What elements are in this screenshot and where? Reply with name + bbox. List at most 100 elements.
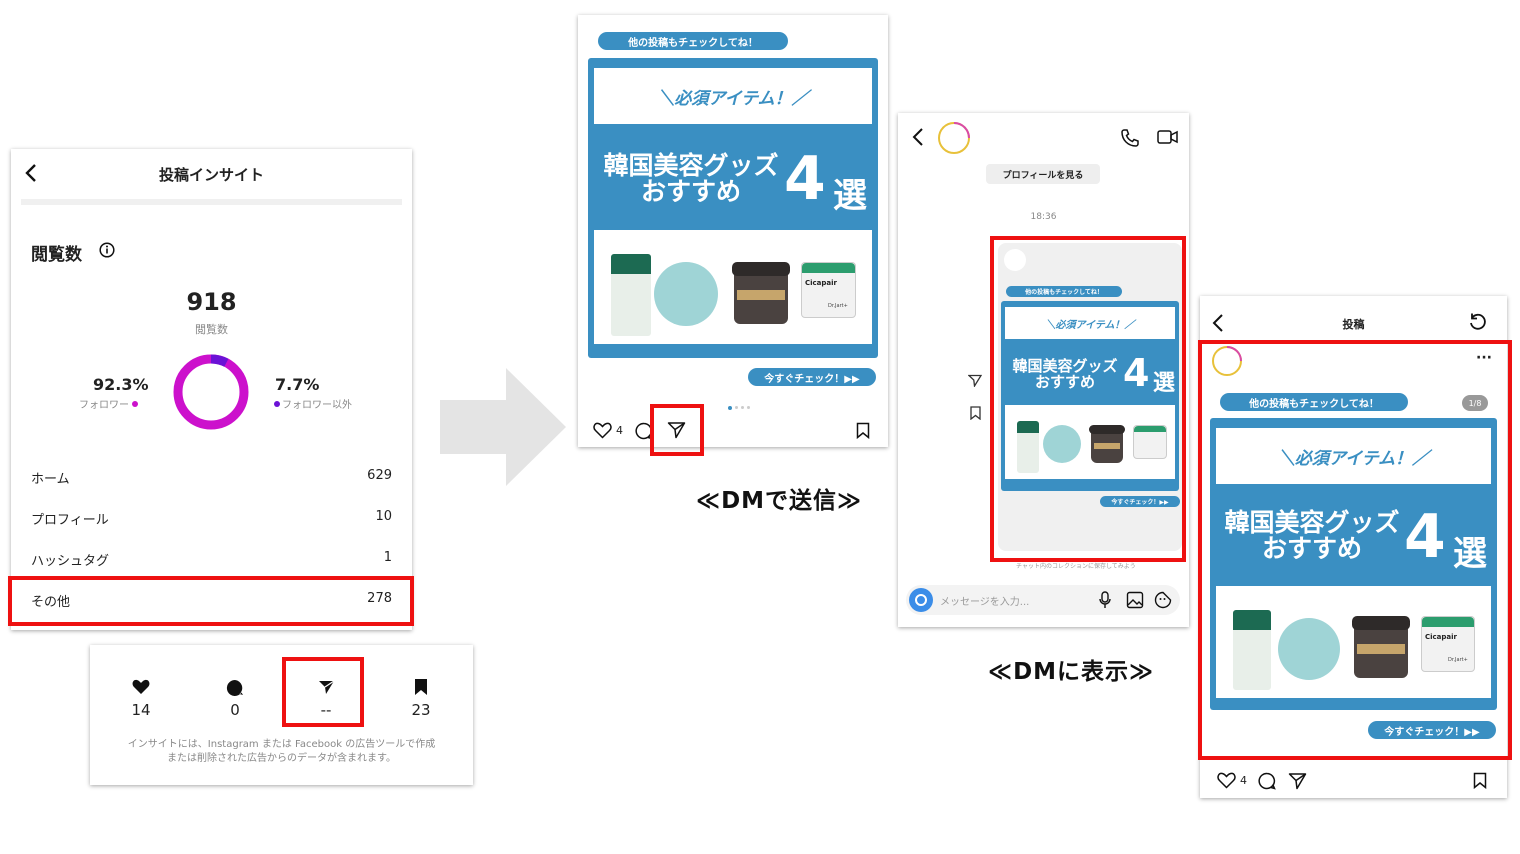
sticker-icon[interactable] bbox=[1154, 591, 1172, 613]
product-cicapair-image bbox=[1133, 425, 1167, 459]
source-row-other: その他 278 bbox=[31, 591, 392, 610]
bookmark-icon[interactable] bbox=[970, 405, 981, 424]
avatar[interactable] bbox=[936, 120, 972, 160]
likes-count: 14 bbox=[131, 701, 151, 719]
gallery-icon[interactable] bbox=[1126, 591, 1144, 613]
check-now-text: 今すぐチェック！▶▶ bbox=[1384, 726, 1480, 738]
comment-icon[interactable] bbox=[1258, 772, 1276, 794]
sen-character: 選 bbox=[833, 176, 867, 216]
divider bbox=[21, 199, 402, 205]
back-arrow-icon[interactable] bbox=[23, 163, 39, 187]
check-now-text: 今すぐチェック！▶▶ bbox=[1111, 499, 1169, 506]
source-value: 278 bbox=[367, 591, 392, 606]
back-arrow-icon[interactable] bbox=[912, 128, 924, 150]
views-donut-chart bbox=[173, 354, 249, 430]
product-photo: Cicapair Dr.Jart+ bbox=[594, 230, 872, 344]
heart-icon[interactable] bbox=[593, 422, 612, 443]
message-composer[interactable]: メッセージを入力... bbox=[906, 585, 1180, 615]
views-total-label: 閲覧数 bbox=[195, 323, 228, 336]
share-send-icon[interactable] bbox=[667, 421, 686, 443]
product-jar-image bbox=[1352, 616, 1410, 678]
big-four-number: 4 bbox=[1123, 351, 1150, 395]
highlight-shares-stat bbox=[282, 657, 364, 727]
product-tube-image bbox=[1233, 610, 1271, 690]
must-have-banner: ＼必須アイテム！／ bbox=[594, 68, 872, 124]
sen-character: 選 bbox=[1453, 534, 1487, 574]
back-arrow-icon[interactable] bbox=[1212, 314, 1224, 336]
product-tube-image bbox=[611, 254, 651, 336]
nonfollower-dot-icon bbox=[274, 400, 280, 407]
message-input[interactable]: メッセージを入力... bbox=[940, 597, 1030, 608]
highlight-send-button bbox=[650, 404, 704, 456]
view-profile-button[interactable]: プロフィールを見る bbox=[986, 164, 1100, 184]
share-send-icon[interactable] bbox=[967, 372, 983, 391]
page-title: 投稿インサイト bbox=[158, 166, 264, 184]
bookmark-icon[interactable] bbox=[1473, 772, 1487, 793]
heart-icon[interactable] bbox=[1217, 772, 1236, 793]
headline-line1: 韓国美容グッズ bbox=[603, 151, 779, 180]
more-options-icon[interactable]: ··· bbox=[1476, 350, 1492, 366]
bookmark-icon[interactable] bbox=[856, 422, 870, 443]
post-view-card: 投稿 ··· 他の投稿もチェックしてね！ 1/8 ＼必須アイテム！／ 韓国美容グ… bbox=[1200, 296, 1507, 798]
mic-icon[interactable] bbox=[1098, 591, 1112, 613]
phone-icon[interactable] bbox=[1120, 128, 1140, 152]
cicapair-label: Cicapair bbox=[805, 279, 837, 287]
check-other-posts-pill: 他の投稿もチェックしてね！ bbox=[1220, 393, 1408, 411]
product-cicapair-image: Cicapair Dr.Jart+ bbox=[801, 262, 856, 318]
post-author-avatar[interactable] bbox=[1210, 344, 1244, 382]
stats-card: 14 0 -- 23 インサイトには、Instagram または Faceboo… bbox=[90, 645, 473, 785]
check-pill-text: 他の投稿もチェックしてね！ bbox=[1249, 398, 1379, 410]
view-profile-label: プロフィールを見る bbox=[1002, 170, 1084, 181]
follower-label: フォロワー bbox=[79, 400, 129, 411]
bookmark-filled-icon bbox=[414, 678, 428, 700]
product-jar-image bbox=[1089, 425, 1125, 463]
views-total: 918 bbox=[186, 288, 237, 316]
follower-percent: 92.3% bbox=[93, 375, 149, 394]
shared-post-message[interactable]: 他の投稿もチェックしてね！ ＼必須アイテム！／ 韓国美容グッズ おすすめ 4 選… bbox=[998, 243, 1182, 551]
caption-display-dm: ≪DMに表示≫ bbox=[988, 659, 1155, 685]
must-have-text: ＼必須アイテム！／ bbox=[657, 88, 809, 109]
source-label: ハッシュタグ bbox=[31, 554, 110, 569]
post-headline: 韓国美容グッズ おすすめ bbox=[594, 151, 788, 206]
headline-line2: おすすめ bbox=[1034, 372, 1095, 391]
post-like-count: 4 bbox=[1240, 774, 1247, 787]
send-filled-icon bbox=[318, 680, 335, 699]
must-have-banner: ＼必須アイテム！／ bbox=[1005, 307, 1175, 339]
check-now-pill: 今すぐチェック！▶▶ bbox=[1100, 496, 1180, 507]
source-label: その他 bbox=[31, 595, 71, 610]
product-photo bbox=[1005, 405, 1175, 479]
share-send-icon[interactable] bbox=[1288, 772, 1307, 794]
post-card: 他の投稿もチェックしてね！ ＼必須アイテム！／ 韓国美容グッズ おすすめ 4 選… bbox=[578, 15, 888, 447]
post-headline: 韓国美容グッズ おすすめ bbox=[1216, 509, 1408, 564]
insight-card: 投稿インサイト 閲覧数 918 閲覧数 92.3% フォロワー 7.7% フォロ… bbox=[11, 149, 412, 630]
big-four-number: 4 bbox=[784, 144, 826, 214]
carousel-dots bbox=[728, 406, 750, 410]
check-now-pill: 今すぐチェック！▶▶ bbox=[1368, 721, 1496, 739]
source-row-profile: プロフィール 10 bbox=[31, 509, 392, 528]
drjart-label: Dr.Jart+ bbox=[1448, 657, 1468, 663]
post-graphic: ＼必須アイテム！／ 韓国美容グッズ おすすめ 4 選 bbox=[1001, 301, 1179, 491]
follower-label-group: フォロワー bbox=[79, 396, 138, 411]
camera-icon[interactable] bbox=[909, 588, 933, 612]
product-tube-image bbox=[1017, 421, 1039, 473]
source-row-hashtag: ハッシュタグ 1 bbox=[31, 550, 392, 569]
saves-count: 23 bbox=[411, 701, 431, 719]
cicapair-label: Cicapair bbox=[1425, 633, 1457, 641]
flow-arrow-icon bbox=[440, 368, 566, 486]
product-compact-image bbox=[1043, 425, 1081, 463]
caption-send-dm: ≪DMで送信≫ bbox=[696, 488, 863, 514]
check-other-posts-pill: 他の投稿もチェックしてね！ bbox=[598, 32, 788, 50]
refresh-icon[interactable] bbox=[1468, 312, 1488, 336]
big-four-number: 4 bbox=[1404, 502, 1446, 572]
highlight-post-view bbox=[1198, 340, 1512, 760]
info-icon[interactable] bbox=[99, 242, 115, 262]
insight-note-line1: インサイトには、Instagram または Facebook の広告ツールで作成 bbox=[127, 739, 436, 750]
video-call-icon[interactable] bbox=[1157, 129, 1179, 149]
shares-count: -- bbox=[320, 701, 332, 719]
post-graphic: ＼必須アイテム！／ 韓国美容グッズ おすすめ 4 選 Cicapair Dr.J… bbox=[1210, 418, 1497, 710]
heart-filled-icon bbox=[132, 679, 150, 699]
source-value: 629 bbox=[367, 468, 392, 483]
check-pill-text: 他の投稿もチェックしてね！ bbox=[1025, 289, 1103, 296]
headline-line2: おすすめ bbox=[1261, 534, 1362, 564]
product-jar-image bbox=[732, 262, 790, 324]
